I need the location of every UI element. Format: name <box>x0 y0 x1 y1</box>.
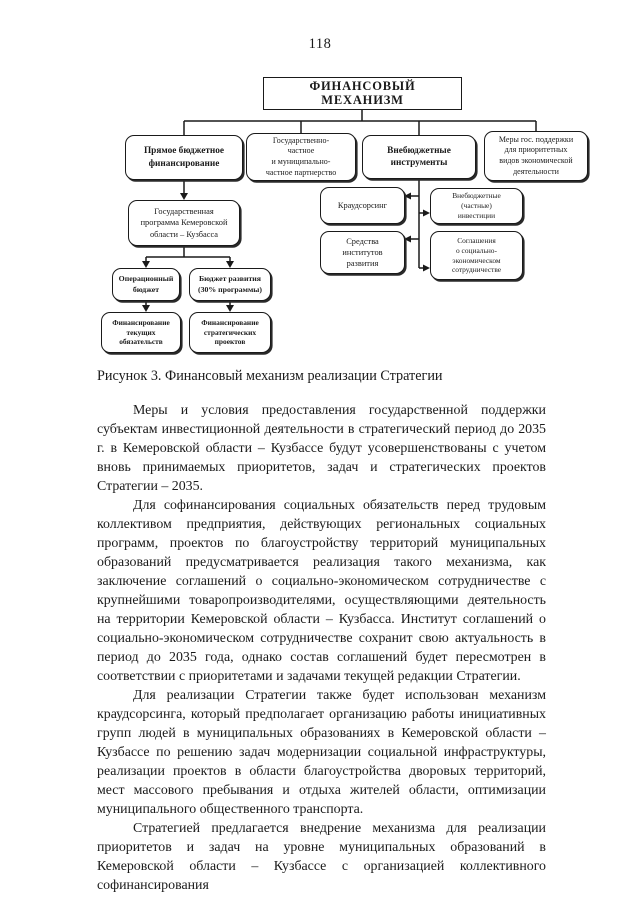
diagram-box-socioeconomic-agreements: Соглашения о социально- экономическом со… <box>430 231 523 280</box>
diagram-box-label: Государственно- частное и муниципально- … <box>265 135 337 177</box>
diagram-box-development-institutions-funds: Средства институтов развития <box>320 231 405 274</box>
diagram-box-financial-mechanism: ФИНАНСОВЫЙ МЕХАНИЗМ <box>263 77 462 110</box>
figure-caption: Рисунок 3. Финансовый механизм реализаци… <box>97 368 443 384</box>
diagram-box-financing-current-obligations: Финансирование текущих обязательств <box>101 312 181 353</box>
diagram-box-financing-strategic-projects: Финансирование стратегических проектов <box>189 312 271 353</box>
diagram-box-state-program-kuzbass: Государственная программа Кемеровской об… <box>128 200 240 246</box>
body-text: Меры и условия предоставления государств… <box>97 401 546 895</box>
diagram-box-private-investments: Внебюджетные (частные) инвестиции <box>430 188 523 224</box>
diagram-box-label: Прямое бюджетное финансирование <box>143 146 225 169</box>
paragraph: Для реализации Стратегии также будет исп… <box>97 688 546 817</box>
diagram-box-label: Средства институтов развития <box>342 236 383 269</box>
paragraph: Стратегией предлагается внедрение механи… <box>97 821 546 893</box>
diagram-box-crowdsourcing: Краудсорсинг <box>320 187 405 224</box>
diagram-connector-lines <box>142 110 537 312</box>
paragraph: Меры и условия предоставления государств… <box>97 403 546 494</box>
diagram-box-label: Внебюджетные инструменты <box>387 145 451 168</box>
financial-mechanism-diagram: ФИНАНСОВЫЙ МЕХАНИЗМ Прямое бюджетное фин… <box>0 0 640 370</box>
diagram-box-label: Краудсорсинг <box>337 200 388 210</box>
diagram-box-label: Внебюджетные (частные) инвестиции <box>452 191 501 220</box>
diagram-box-operational-budget: Операционный бюджет <box>112 268 180 301</box>
diagram-box-label: Соглашения о социально- экономическом со… <box>451 235 502 275</box>
diagram-box-label: Операционный бюджет <box>118 274 174 294</box>
diagram-box-public-private-partnership: Государственно- частное и муниципально- … <box>246 133 356 181</box>
diagram-box-label: Меры гос. поддержки для приоритетных вид… <box>498 134 574 176</box>
diagram-box-development-budget: Бюджет развития (30% программы) <box>189 268 271 301</box>
diagram-box-label: Бюджет развития (30% программы) <box>198 274 262 294</box>
diagram-box-direct-budget-financing: Прямое бюджетное финансирование <box>125 135 243 180</box>
diagram-box-extrabudgetary-instruments: Внебюджетные инструменты <box>362 135 476 179</box>
page-number: 118 <box>308 36 332 52</box>
diagram-box-label: Финансирование стратегических проектов <box>201 317 259 347</box>
paragraph: Для софинансирования социальных обязател… <box>97 498 546 684</box>
diagram-box-label: ФИНАНСОВЫЙ МЕХАНИЗМ <box>309 78 416 107</box>
diagram-box-state-support-measures: Меры гос. поддержки для приоритетных вид… <box>484 131 588 181</box>
diagram-box-label: Финансирование текущих обязательств <box>112 317 170 347</box>
diagram-box-label: Государственная программа Кемеровской об… <box>140 207 228 239</box>
